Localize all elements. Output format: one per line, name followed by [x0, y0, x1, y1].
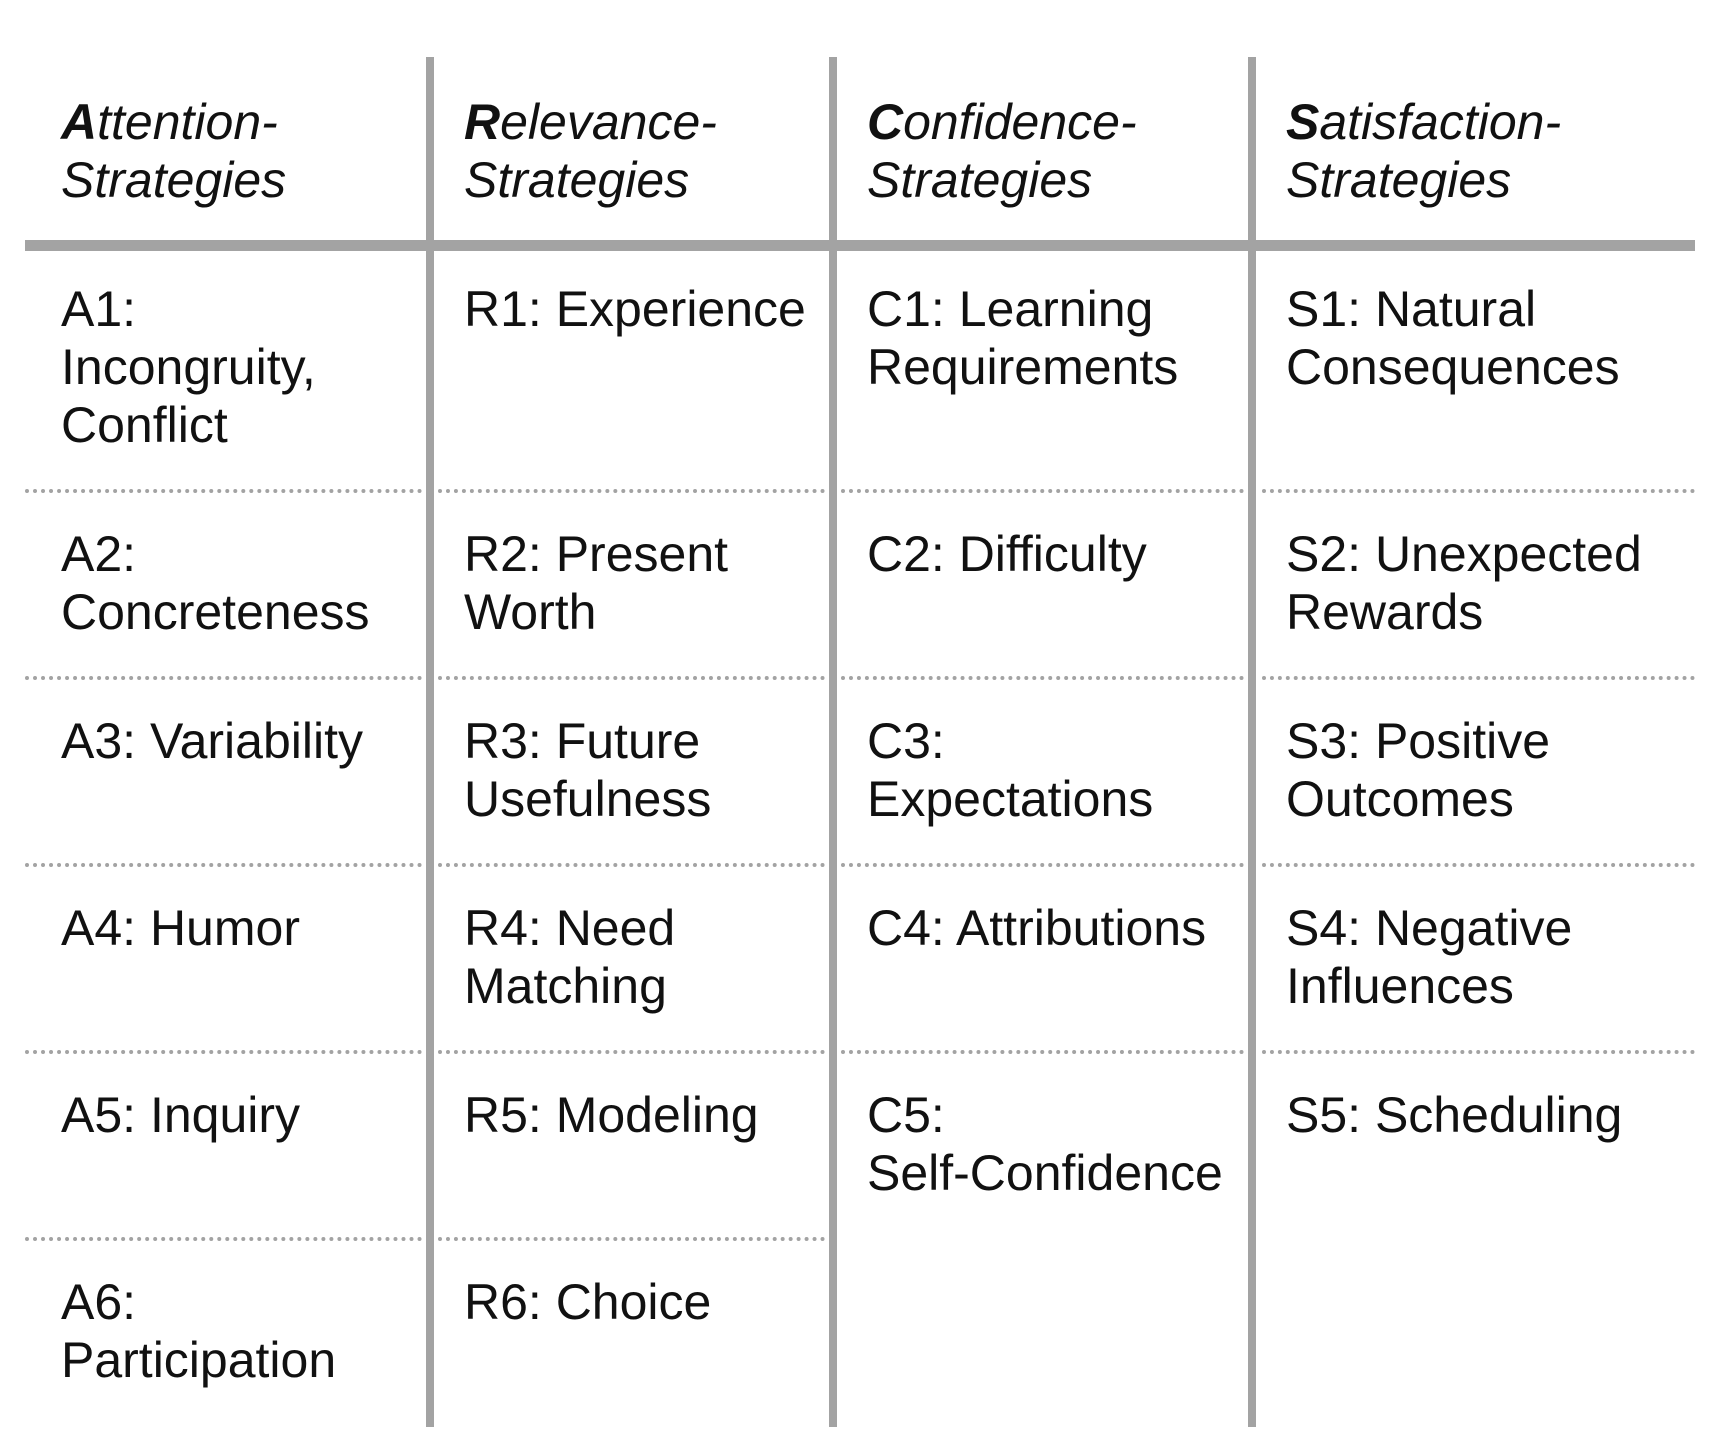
- header-line2: Strategies: [61, 152, 287, 208]
- cell-line: Outcomes: [1286, 771, 1514, 827]
- header-initial: C: [867, 94, 904, 150]
- header-relevance: Relevance- Strategies: [464, 93, 717, 209]
- strategy-cell-s5: S5: Scheduling: [1286, 1086, 1622, 1144]
- cell-line: R4: Need: [464, 900, 676, 956]
- cell-line: Worth: [464, 584, 597, 640]
- cell-line: S1: Natural: [1286, 281, 1537, 337]
- cell-line: Incongruity,: [61, 339, 316, 395]
- header-confidence: Confidence- Strategies: [867, 93, 1137, 209]
- cell-line: A4: Humor: [61, 900, 300, 956]
- cell-line: Expectations: [867, 771, 1154, 827]
- row-divider: [1262, 489, 1695, 493]
- column-divider: [1248, 57, 1256, 1427]
- row-divider: [438, 1050, 825, 1054]
- strategy-cell-a2: A2: Concreteness: [61, 525, 370, 641]
- cell-line: A2:: [61, 526, 137, 582]
- strategy-cell-s2: S2: Unexpected Rewards: [1286, 525, 1642, 641]
- cell-line: S5: Scheduling: [1286, 1087, 1623, 1143]
- strategy-cell-r4: R4: Need Matching: [464, 899, 675, 1015]
- header-line1: ttention-: [97, 94, 278, 150]
- row-divider: [841, 863, 1244, 867]
- row-divider: [438, 489, 825, 493]
- strategy-cell-a6: A6: Participation: [61, 1273, 336, 1389]
- strategy-cell-c3: C3: Expectations: [867, 712, 1153, 828]
- cell-line: Requirements: [867, 339, 1179, 395]
- header-satisfaction: Satisfaction- Strategies: [1286, 93, 1561, 209]
- row-divider: [841, 676, 1244, 680]
- row-divider: [25, 1050, 422, 1054]
- cell-line: A5: Inquiry: [61, 1087, 301, 1143]
- cell-line: Self-Confidence: [867, 1145, 1223, 1201]
- cell-line: S4: Negative: [1286, 900, 1573, 956]
- strategy-cell-c1: C1: Learning Requirements: [867, 280, 1178, 396]
- cell-line: C5:: [867, 1087, 945, 1143]
- strategy-cell-c5: C5: Self-Confidence: [867, 1086, 1223, 1202]
- cell-line: Rewards: [1286, 584, 1484, 640]
- cell-line: R1: Experience: [464, 281, 806, 337]
- cell-line: Participation: [61, 1332, 337, 1388]
- cell-line: C1: Learning: [867, 281, 1154, 337]
- row-divider: [25, 863, 422, 867]
- row-divider: [25, 1237, 422, 1241]
- column-divider: [829, 57, 837, 1427]
- cell-line: Consequences: [1286, 339, 1620, 395]
- strategy-cell-a5: A5: Inquiry: [61, 1086, 300, 1144]
- header-initial: S: [1286, 94, 1320, 150]
- cell-line: S2: Unexpected: [1286, 526, 1642, 582]
- cell-line: A1:: [61, 281, 137, 337]
- strategy-cell-r3: R3: Future Usefulness: [464, 712, 711, 828]
- row-divider: [25, 676, 422, 680]
- cell-line: C3:: [867, 713, 945, 769]
- header-line2: Strategies: [464, 152, 690, 208]
- row-divider: [841, 489, 1244, 493]
- strategy-cell-a3: A3: Variability: [61, 712, 363, 770]
- cell-line: R3: Future: [464, 713, 701, 769]
- strategy-cell-s4: S4: Negative Influences: [1286, 899, 1572, 1015]
- row-divider: [438, 1237, 825, 1241]
- header-line1: atisfaction-: [1319, 94, 1562, 150]
- row-divider: [1262, 1050, 1695, 1054]
- row-divider: [1262, 863, 1695, 867]
- strategy-cell-r1: R1: Experience: [464, 280, 806, 338]
- header-line1: elevance-: [500, 94, 717, 150]
- cell-line: C2: Difficulty: [867, 526, 1147, 582]
- cell-line: Conflict: [61, 397, 228, 453]
- header-initial: R: [464, 94, 501, 150]
- cell-line: R2: Present: [464, 526, 729, 582]
- row-divider: [841, 1050, 1244, 1054]
- strategy-cell-r6: R6: Choice: [464, 1273, 711, 1331]
- strategy-cell-r2: R2: Present Worth: [464, 525, 728, 641]
- header-line2: Strategies: [867, 152, 1093, 208]
- cell-line: Influences: [1286, 958, 1514, 1014]
- cell-line: R5: Modeling: [464, 1087, 759, 1143]
- row-divider: [1262, 676, 1695, 680]
- strategy-cell-r5: R5: Modeling: [464, 1086, 759, 1144]
- strategy-cell-s3: S3: Positive Outcomes: [1286, 712, 1550, 828]
- row-divider: [438, 863, 825, 867]
- row-divider: [25, 489, 422, 493]
- cell-line: Concreteness: [61, 584, 370, 640]
- strategy-cell-a4: A4: Humor: [61, 899, 300, 957]
- row-divider: [438, 676, 825, 680]
- header-line1: onfidence-: [903, 94, 1137, 150]
- strategy-cell-c2: C2: Difficulty: [867, 525, 1147, 583]
- header-divider: [25, 240, 1695, 251]
- cell-line: R6: Choice: [464, 1274, 712, 1330]
- cell-line: A6:: [61, 1274, 137, 1330]
- cell-line: C4: Attributions: [867, 900, 1207, 956]
- header-initial: A: [61, 94, 98, 150]
- strategy-cell-c4: C4: Attributions: [867, 899, 1206, 957]
- header-attention: Attention- Strategies: [61, 93, 286, 209]
- strategy-cell-s1: S1: Natural Consequences: [1286, 280, 1620, 396]
- cell-line: S3: Positive: [1286, 713, 1551, 769]
- column-divider: [426, 57, 434, 1427]
- header-line2: Strategies: [1286, 152, 1512, 208]
- strategy-cell-a1: A1: Incongruity, Conflict: [61, 280, 316, 454]
- cell-line: A3: Variability: [61, 713, 363, 769]
- cell-line: Usefulness: [464, 771, 712, 827]
- cell-line: Matching: [464, 958, 667, 1014]
